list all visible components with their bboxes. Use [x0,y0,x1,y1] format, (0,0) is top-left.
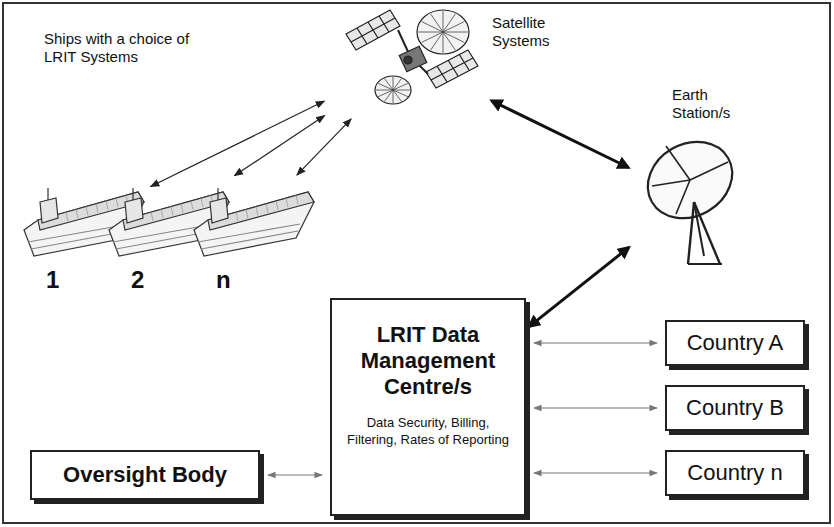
ship-node: n [192,178,317,296]
connector-arrow [234,116,324,176]
process-box: Oversight Body [30,450,260,500]
process-box: Country n [665,450,805,496]
connector-arrow [297,119,351,175]
connector-arrow [492,101,629,168]
connector-arrow [534,407,657,408]
ship-number: 2 [131,266,144,294]
earth-station-node: Earth Station/s [632,128,750,268]
node-body: Data Security, Billing, Filtering, Rates… [340,414,516,448]
process-box: Country B [665,385,805,431]
ship-illustration [192,178,317,260]
connector-arrow [534,342,657,343]
satellite-node: Satellite Systems [328,4,488,116]
satellite-illustration [328,4,488,116]
node-label: Country B [686,395,784,421]
process-box: Country A [665,320,805,366]
frame-border [3,3,830,523]
node-label: Satellite Systems [492,14,574,50]
process-box: LRIT Data Management Centre/sData Securi… [330,298,526,516]
connector-arrow [529,247,629,326]
earth-station-dish [632,128,750,268]
node-label: Oversight Body [63,462,227,488]
connector-arrow [268,474,322,475]
node-label: Earth Station/s [672,86,752,122]
node-label: LRIT Data Management Centre/s [340,322,516,400]
connector-arrow [534,472,657,473]
ship-number: n [216,266,231,294]
node-label: Country n [687,460,782,486]
group-label: Ships with a choice of LRIT Systems [44,30,194,66]
ship-number: 1 [46,266,59,294]
node-label: Country A [687,330,784,356]
